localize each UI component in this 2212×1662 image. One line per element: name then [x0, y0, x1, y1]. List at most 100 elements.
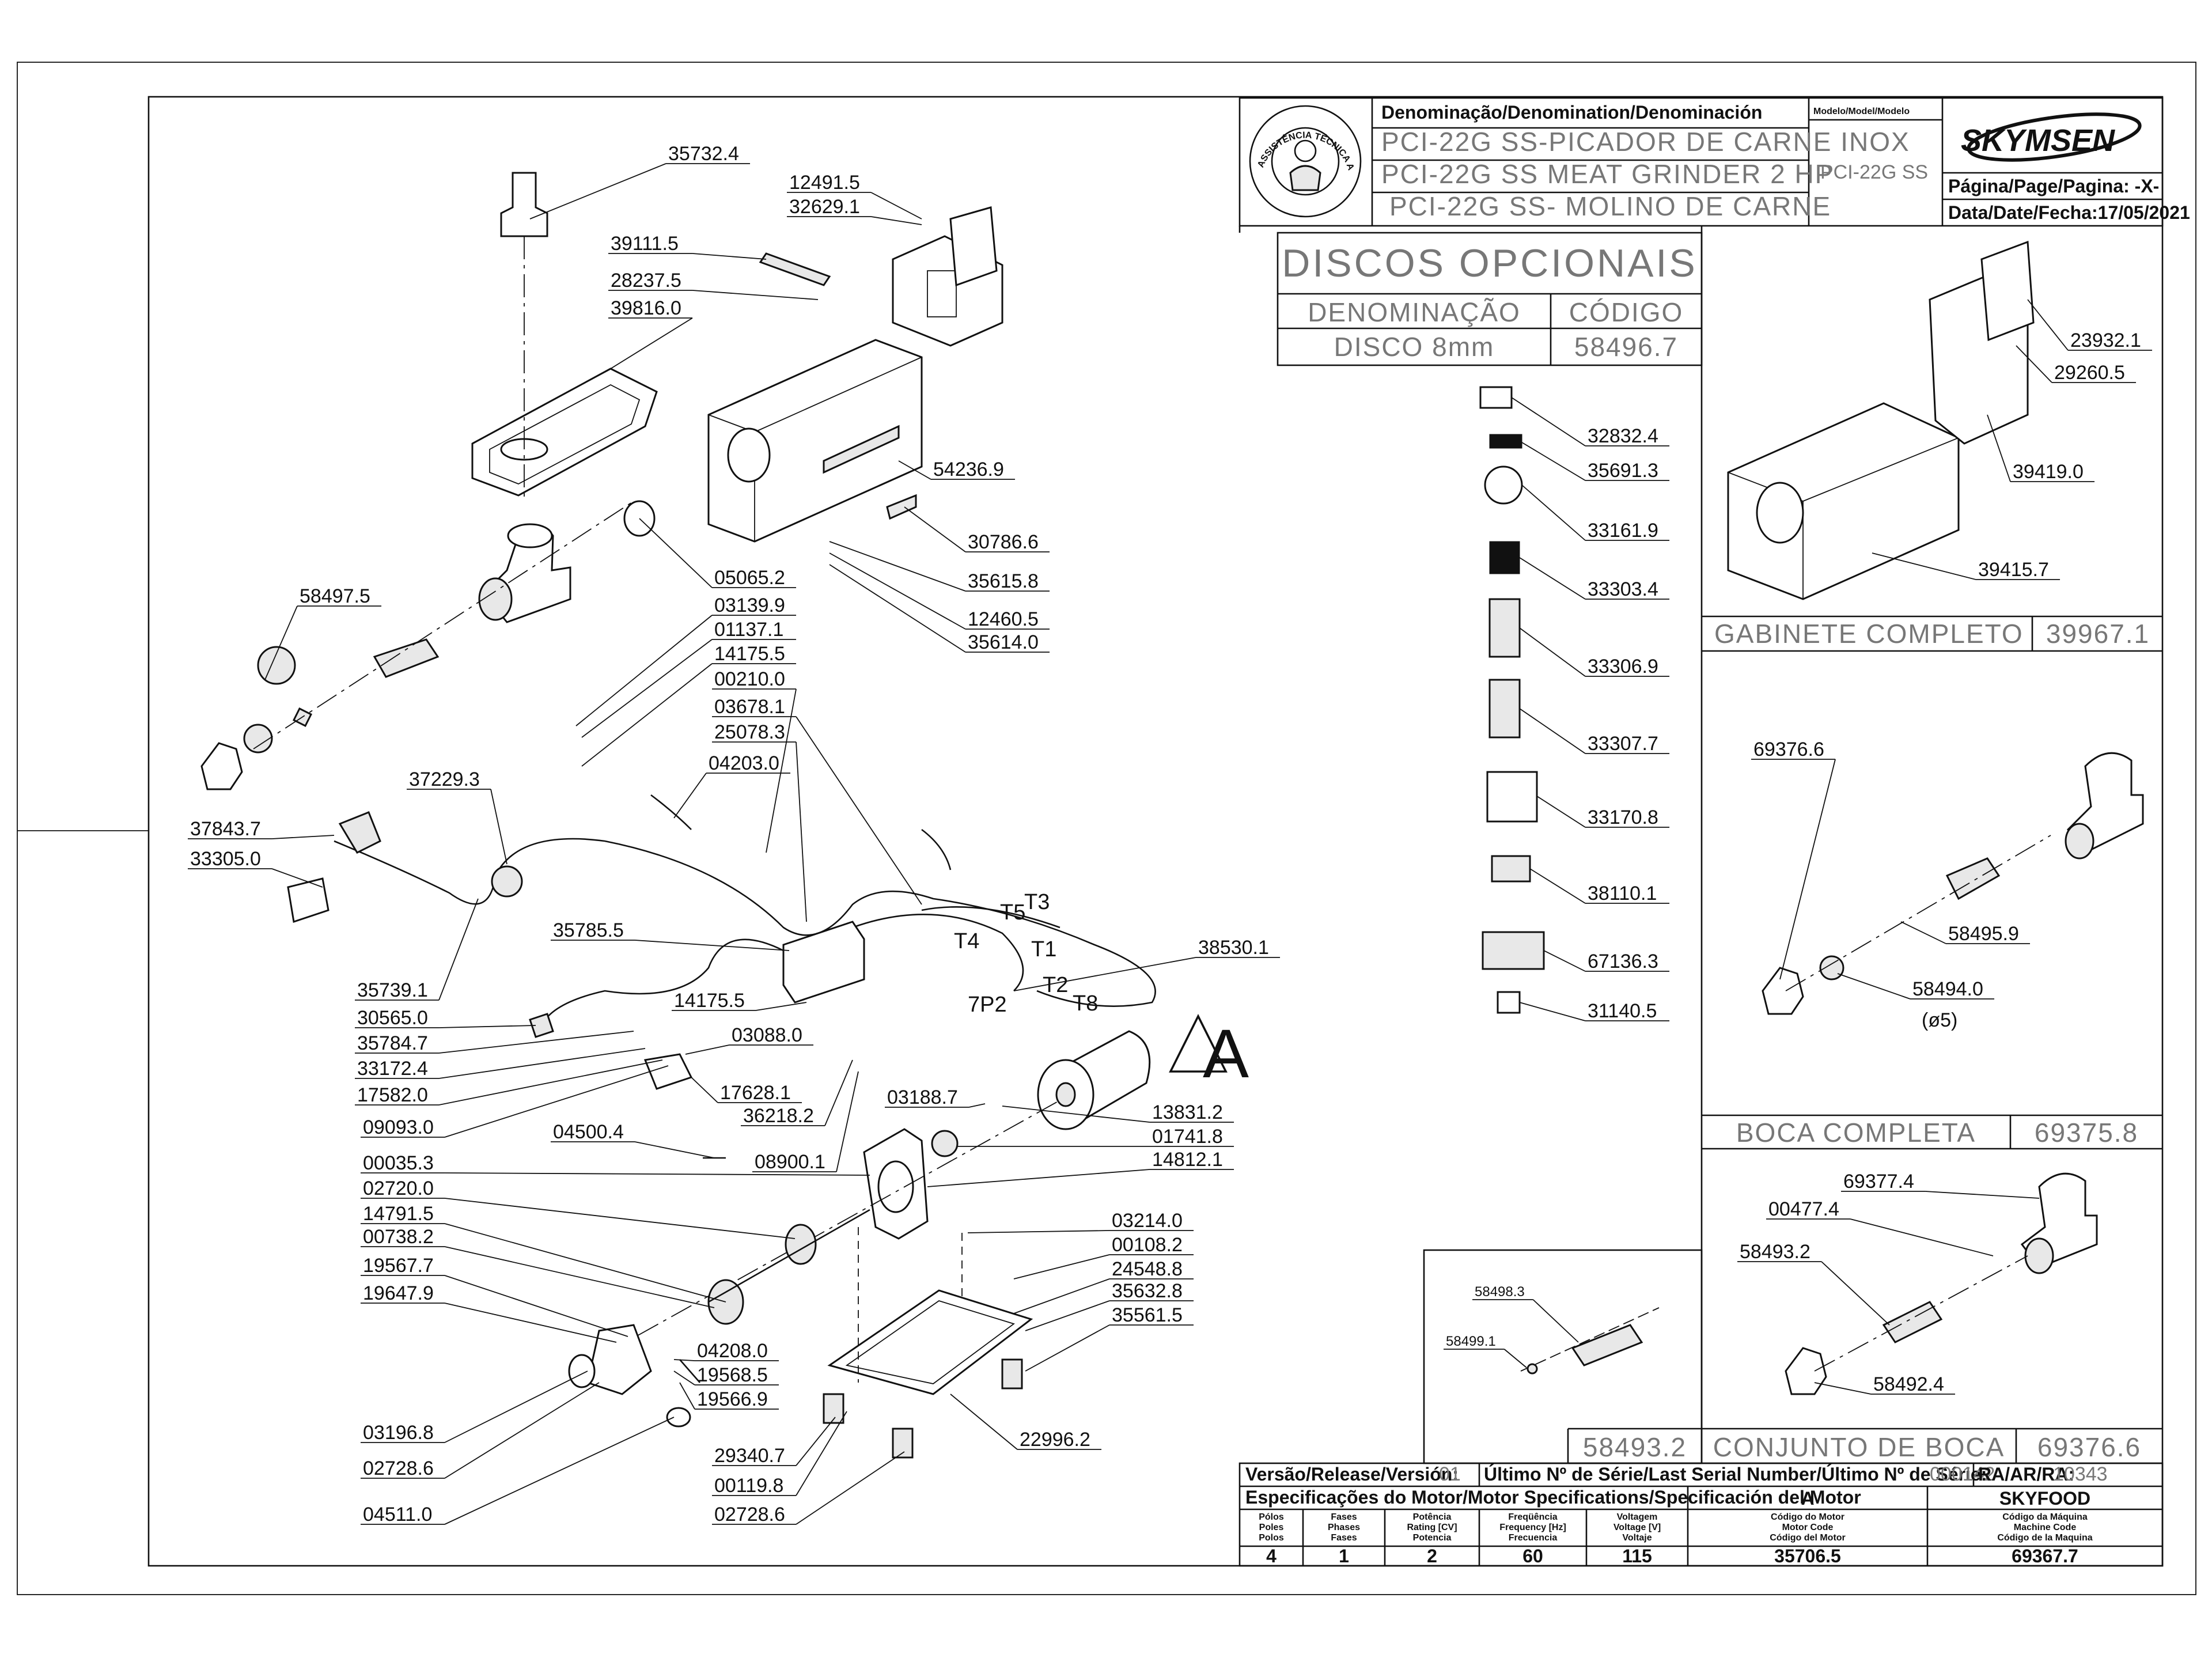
motor-spec-value: 115 [1622, 1546, 1652, 1566]
name-pt: PCI-22G SS-PICADOR DE CARNE INOX [1381, 127, 1910, 157]
callout: 33303.4 [1519, 557, 1670, 600]
part-number-label: 29260.5 [2054, 362, 2125, 384]
callout: 14175.5 [581, 643, 797, 767]
callout: 04500.4 [551, 1121, 715, 1159]
part-number-label: 67136.3 [1588, 951, 1658, 972]
motor-spec-header: Rating [CV] [1407, 1523, 1457, 1532]
callout: 33170.8 [1536, 796, 1670, 828]
part-number-label: 04500.4 [553, 1121, 624, 1143]
part-number-label: 54236.9 [933, 459, 1004, 480]
part-number-label: 00035.3 [363, 1152, 434, 1174]
ring-sticker [1484, 465, 1523, 505]
leader-line [1837, 973, 1911, 1000]
callout: 58495.9 [1900, 921, 2031, 945]
leader-line [444, 1371, 588, 1443]
wire-label: T5 [1000, 900, 1025, 925]
warning-sticker-icon [1489, 541, 1520, 574]
footer-table: Versão/Release/Versión: 01 Último Nº de … [1238, 1462, 2164, 1567]
outer-frame [17, 62, 2196, 1595]
leader-line [1529, 868, 1586, 904]
leader-line [575, 615, 713, 726]
callout: 33306.9 [1519, 627, 1670, 677]
version-value: 01 [1439, 1463, 1461, 1485]
callout: 35784.7 [355, 1031, 634, 1054]
leader-line [439, 1025, 536, 1028]
motor-spec-header: Voltaje [1622, 1533, 1652, 1543]
motor-spec-header: Voltage [V] [1613, 1523, 1661, 1532]
leader-line [2027, 299, 2069, 351]
motor-spec-header: Código do Motor [1771, 1512, 1844, 1522]
seal-ring [931, 1130, 959, 1157]
part-number-label: 03188.7 [887, 1086, 958, 1108]
callout: 58493.2 [1737, 1241, 1890, 1326]
callout: 14175.5 [672, 990, 807, 1012]
part-number-label: 17582.0 [357, 1084, 428, 1106]
leader-line [898, 460, 931, 480]
leader-line [870, 192, 922, 219]
part-number-label: 03214.0 [1112, 1210, 1183, 1232]
col-codigo: CÓDIGO [1569, 297, 1684, 327]
leader-line [1013, 1254, 1110, 1279]
part-number-label: 14175.5 [674, 990, 745, 1012]
model-header: Modelo/Model/Modelo [1813, 107, 1910, 116]
conjunto-drawing [1785, 1172, 2098, 1395]
callout: 37843.7 [188, 818, 335, 840]
part-number-label: 38110.1 [1588, 883, 1657, 904]
power-cable [334, 838, 1156, 1007]
callout: 19566.9 [679, 1382, 779, 1410]
motor-spec-header: Phases [1328, 1523, 1360, 1532]
terminal-box [782, 921, 865, 1004]
callout: 13831.2 [1002, 1101, 1234, 1123]
callout: 54236.9 [898, 459, 1016, 480]
callout: 04208.0 [673, 1340, 779, 1362]
switch [529, 1013, 554, 1038]
leader-line [1013, 1278, 1110, 1314]
callout: 58499.1 [1444, 1334, 1527, 1368]
callout: 09093.0 [361, 1065, 669, 1138]
inset-frame [1423, 1249, 1703, 1464]
part-number-label: 35785.5 [553, 919, 624, 941]
warning-sticker-icon [1488, 598, 1521, 658]
callout: 33307.7 [1519, 708, 1670, 755]
leader-line [438, 1048, 646, 1079]
name-en: PCI-22G SS MEAT GRINDER 2 HP [1381, 159, 1834, 189]
part-number-label: 19566.9 [697, 1388, 768, 1410]
part-number-label: 29340.7 [714, 1445, 785, 1467]
part-number-label: 32629.1 [789, 196, 860, 218]
part-number-label: 58492.4 [1873, 1373, 1944, 1395]
callout: 00477.4 [1766, 1198, 1994, 1256]
leader-line [829, 552, 966, 630]
leader-line [796, 1451, 905, 1525]
motor-spec-header: Voltagem [1617, 1512, 1658, 1522]
part-number-label: 12460.5 [968, 608, 1039, 630]
leader-line [438, 1031, 634, 1054]
leader-line [1821, 1261, 1890, 1326]
leader-line [444, 1303, 617, 1343]
motor-spec-header: Código del Motor [1770, 1533, 1846, 1543]
leader-line [673, 1359, 695, 1361]
part-number-label: 35739.1 [357, 979, 428, 1001]
part-number-label: 35632.8 [1112, 1280, 1183, 1302]
motor-triangle [1169, 1013, 1228, 1073]
leader-line [904, 506, 966, 552]
discos-title: DISCOS OPCIONAIS [1282, 241, 1697, 285]
part-number-label: 31140.5 [1588, 1000, 1657, 1022]
leader-line [1519, 557, 1586, 600]
part-number-label: 32832.4 [1588, 425, 1658, 447]
callout: 35739.1 [355, 898, 479, 1001]
part-number-label: 33170.8 [1588, 807, 1658, 828]
serial-value: 000142 [1930, 1463, 1995, 1485]
callout: 14812.1 [927, 1149, 1234, 1187]
part-number-label: 39111.5 [611, 233, 679, 255]
callout: 00108.2 [1013, 1234, 1194, 1279]
leader-line [692, 290, 819, 300]
part-number-label: 19647.9 [363, 1282, 434, 1304]
callout: 00738.2 [361, 1226, 715, 1308]
callout: 33161.9 [1521, 484, 1670, 542]
wire-label: T3 [1024, 890, 1050, 914]
callout: 58497.5 [264, 585, 382, 680]
leader-line [870, 216, 922, 225]
part-number-label: 22996.2 [1020, 1429, 1090, 1451]
small-sticker [1497, 991, 1521, 1014]
part-number-label: 36218.2 [743, 1105, 814, 1127]
